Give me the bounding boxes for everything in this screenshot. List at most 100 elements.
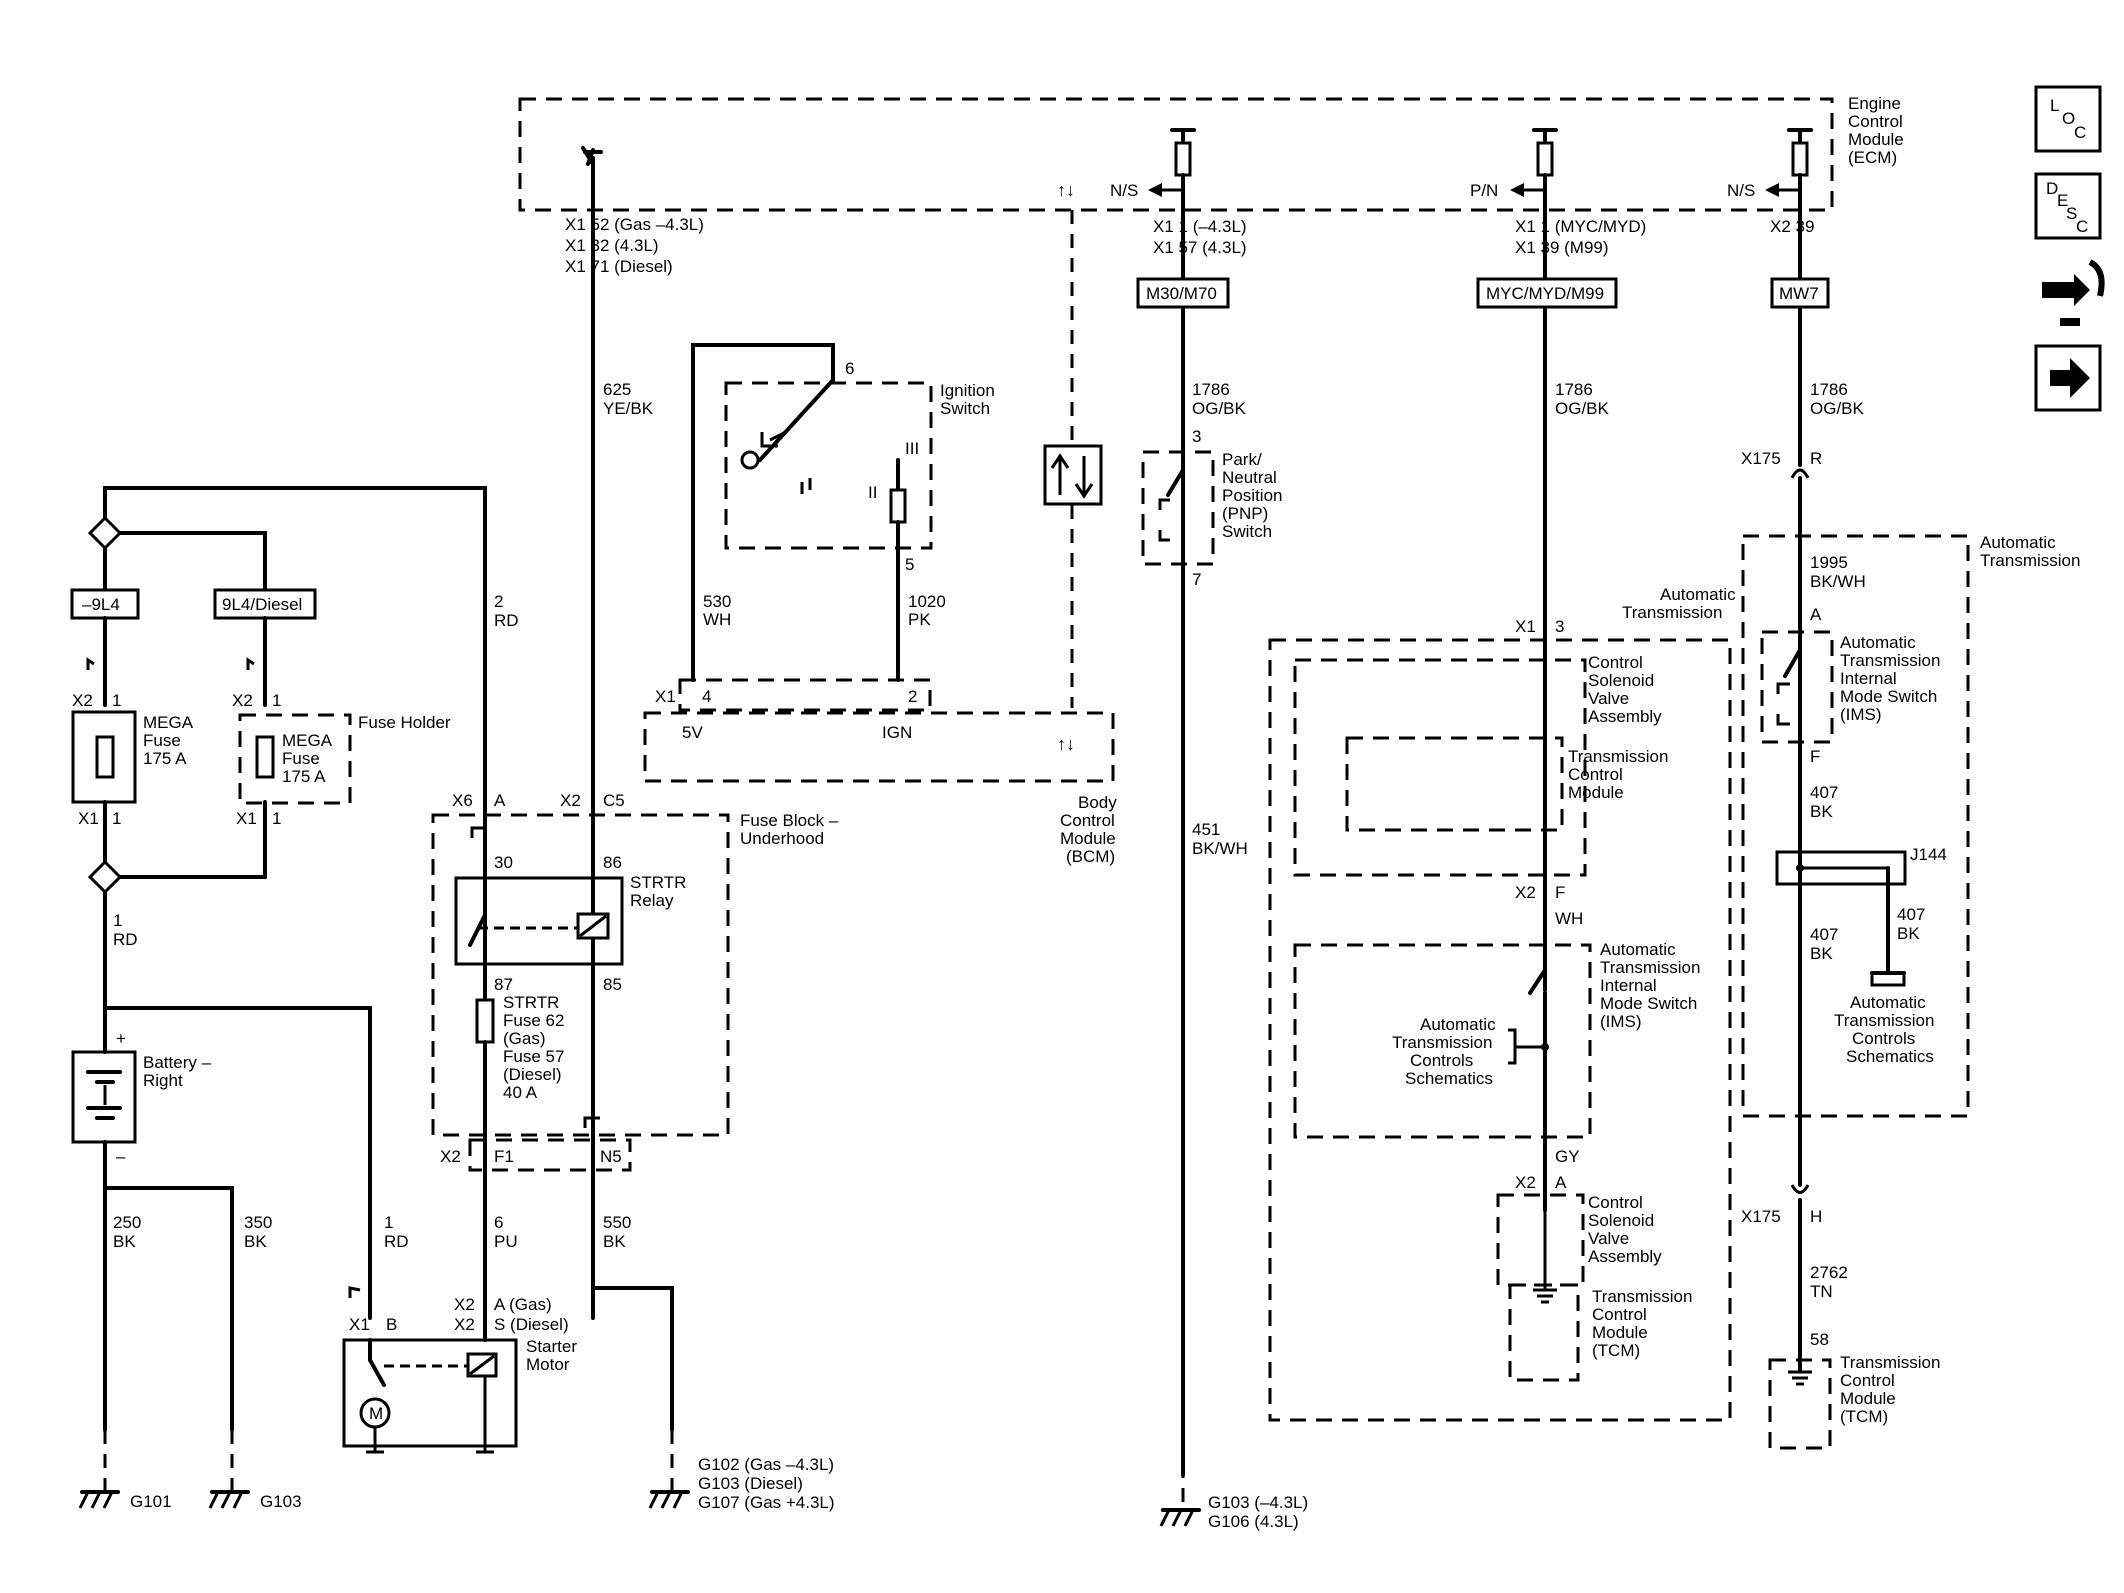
svg-text:R: R (1810, 449, 1822, 468)
svg-text:G106 (4.3L): G106 (4.3L) (1208, 1512, 1299, 1531)
svg-text:RD: RD (384, 1232, 409, 1251)
svg-text:Control: Control (1060, 811, 1115, 830)
location-button[interactable]: L O C (2034, 85, 2102, 153)
svg-text:RD: RD (113, 930, 138, 949)
svg-text:Automatic: Automatic (1600, 940, 1676, 959)
svg-text:Internal: Internal (1600, 976, 1657, 995)
svg-text:Controls: Controls (1852, 1029, 1915, 1048)
svg-text:X2 39: X2 39 (1770, 217, 1814, 236)
svg-text:Module: Module (1592, 1323, 1648, 1342)
svg-text:N/S: N/S (1727, 181, 1755, 200)
svg-text:Valve: Valve (1588, 1229, 1629, 1248)
wire-625-label: 625 YE/BK (603, 380, 654, 418)
svg-text:X2: X2 (1515, 1173, 1536, 1192)
svg-text:BK: BK (1897, 924, 1920, 943)
svg-text:Relay: Relay (630, 891, 674, 910)
svg-text:Switch: Switch (1222, 522, 1272, 541)
svg-text:(ECM): (ECM) (1848, 148, 1897, 167)
svg-text:E: E (2057, 191, 2068, 210)
svg-text:85: 85 (603, 975, 622, 994)
svg-text:87: 87 (494, 975, 513, 994)
svg-text:40 A: 40 A (503, 1083, 538, 1102)
svg-text:86: 86 (603, 853, 622, 872)
svg-text:1995: 1995 (1810, 553, 1848, 572)
svg-text:625: 625 (603, 380, 631, 399)
svg-text:Internal: Internal (1840, 669, 1897, 688)
svg-text:(IMS): (IMS) (1840, 705, 1882, 724)
svg-text:1020: 1020 (908, 592, 946, 611)
svg-text:Transmission: Transmission (1600, 958, 1700, 977)
svg-text:Position: Position (1222, 486, 1282, 505)
svg-text:Schematics: Schematics (1405, 1069, 1493, 1088)
connector-icon[interactable] (2042, 259, 2105, 326)
svg-text:Automatic: Automatic (1840, 633, 1916, 652)
svg-text:58: 58 (1810, 1330, 1829, 1349)
svg-text:9L4/Diesel: 9L4/Diesel (222, 595, 302, 614)
svg-text:YE/BK: YE/BK (603, 399, 654, 418)
svg-text:(TCM): (TCM) (1592, 1341, 1640, 1360)
svg-text:Starter: Starter (526, 1337, 577, 1356)
svg-text:Assembly: Assembly (1588, 707, 1662, 726)
svg-text:Fuse: Fuse (282, 749, 320, 768)
svg-text:1: 1 (272, 691, 281, 710)
svg-text:4: 4 (702, 687, 711, 706)
wire-1-rd-starter-label: 1 RD (384, 1213, 409, 1251)
svg-text:407: 407 (1810, 783, 1838, 802)
svg-text:PK: PK (908, 610, 931, 629)
ground-g102: G102 (Gas –4.3L) G103 (Diesel) G107 (Gas… (648, 1430, 835, 1512)
svg-text:407: 407 (1810, 925, 1838, 944)
wire-550-label: 550 BK (603, 1213, 631, 1251)
svg-text:(TCM): (TCM) (1840, 1407, 1888, 1426)
ground-g101: G101 (78, 1430, 172, 1511)
svg-text:Fuse: Fuse (143, 731, 181, 750)
svg-text:MEGA: MEGA (143, 713, 194, 732)
svg-text:5V: 5V (682, 723, 703, 742)
svg-text:X2: X2 (560, 791, 581, 810)
automatic-transmission-right: X175 R Automatic Transmission 1995 BK/WH… (1741, 449, 2080, 1450)
svg-text:Fuse 57: Fuse 57 (503, 1047, 564, 1066)
svg-text:D: D (2046, 179, 2058, 198)
svg-text:Automatic: Automatic (1980, 533, 2056, 552)
body-control-module: X1 4 2 5V IGN Body Control Module (BCM) (643, 678, 1117, 866)
svg-text:WH: WH (1555, 909, 1583, 928)
svg-text:2: 2 (908, 687, 917, 706)
svg-text:BK/WH: BK/WH (1192, 839, 1248, 858)
svg-text:Neutral: Neutral (1222, 468, 1277, 487)
svg-text:Automatic: Automatic (1420, 1015, 1496, 1034)
svg-text:Mode Switch: Mode Switch (1840, 687, 1937, 706)
svg-text:X1 1 (MYC/MYD): X1 1 (MYC/MYD) (1515, 217, 1646, 236)
svg-text:OG/BK: OG/BK (1192, 399, 1247, 418)
svg-text:N/S: N/S (1110, 181, 1138, 200)
svg-text:N5: N5 (600, 1147, 622, 1166)
svg-text:A: A (494, 791, 506, 810)
svg-text:175 A: 175 A (282, 767, 326, 786)
svg-text:C: C (2076, 217, 2088, 236)
automatic-transmission-middle: Automatic Transmission X1 3 Control Sole… (1268, 585, 1736, 1422)
svg-text:1: 1 (112, 691, 121, 710)
svg-text:X1: X1 (655, 687, 676, 706)
svg-text:Transmission: Transmission (1840, 1353, 1940, 1372)
svg-text:G103 (Diesel): G103 (Diesel) (698, 1474, 803, 1493)
svg-text:X2: X2 (440, 1147, 461, 1166)
svg-text:X1 52 (Gas –4.3L): X1 52 (Gas –4.3L) (565, 215, 704, 234)
svg-text:1786: 1786 (1810, 380, 1848, 399)
svg-text:M: M (369, 1404, 383, 1423)
svg-text:MEGA: MEGA (282, 731, 333, 750)
svg-text:Transmission: Transmission (1980, 551, 2080, 570)
ecm-ns-input-2: N/S X2 39 MW7 1786 OG/BK (1727, 128, 1865, 467)
description-button[interactable]: D E S C (2034, 172, 2102, 240)
svg-text:Motor: Motor (526, 1355, 570, 1374)
svg-text:Battery –: Battery – (143, 1053, 212, 1072)
svg-text:G101: G101 (130, 1492, 172, 1511)
svg-text:↑↓: ↑↓ (1057, 734, 1075, 754)
svg-text:B: B (386, 1315, 397, 1334)
svg-text:X2: X2 (454, 1315, 475, 1334)
svg-text:Solenoid: Solenoid (1588, 671, 1654, 690)
svg-text:Automatic: Automatic (1850, 993, 1926, 1012)
svg-text:Valve: Valve (1588, 689, 1629, 708)
starter-motor: X1 B X2 A (Gas) X2 S (Diesel) Starter Mo… (342, 1286, 577, 1454)
svg-text:H: H (1810, 1207, 1822, 1226)
arrow-right-icon[interactable] (2034, 344, 2102, 412)
svg-text:G107 (Gas +4.3L): G107 (Gas +4.3L) (698, 1493, 835, 1512)
svg-text:BK/WH: BK/WH (1810, 572, 1866, 591)
